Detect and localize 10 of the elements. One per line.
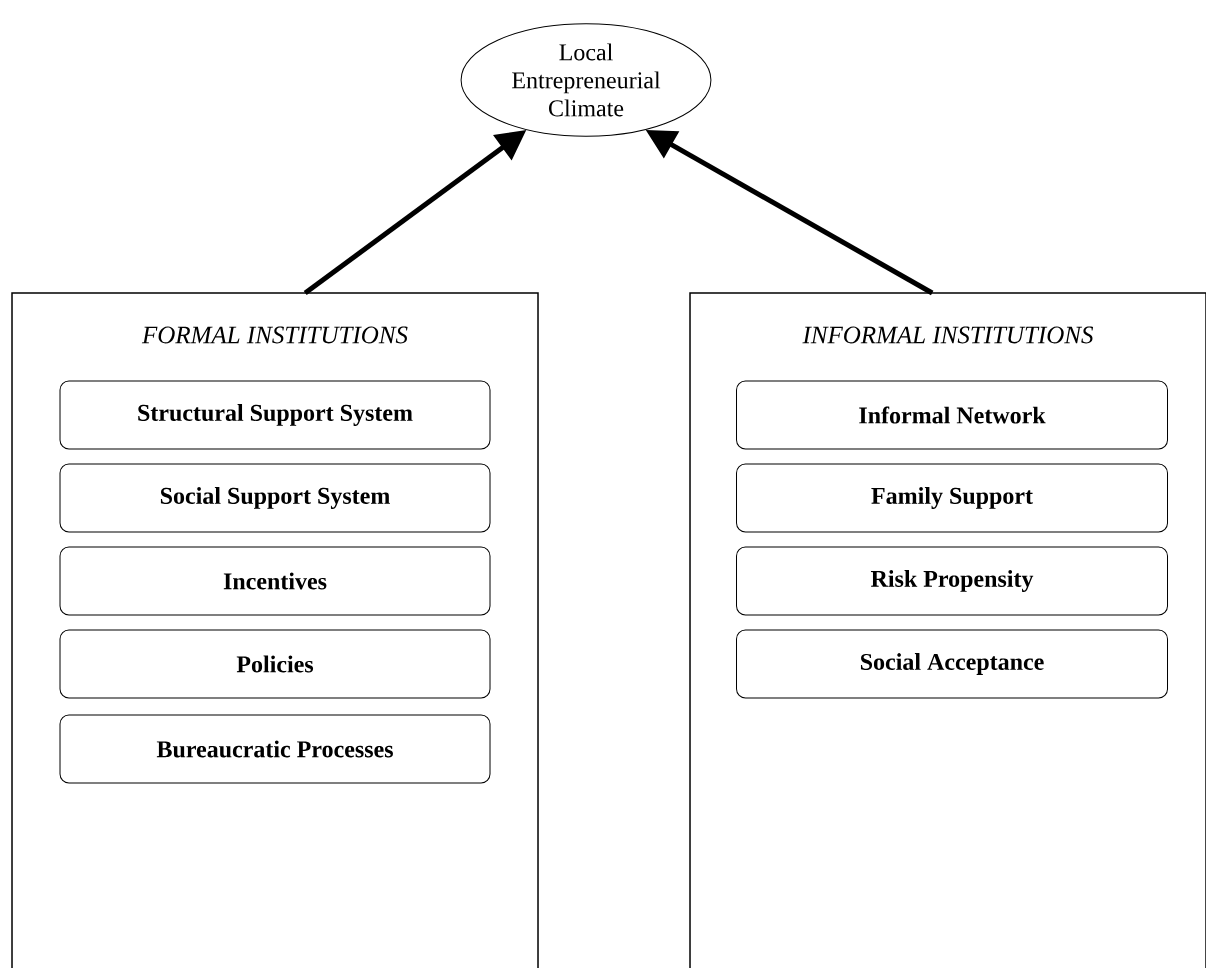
item-box: Social Support System: [59, 463, 491, 533]
item-box: Policies: [59, 629, 491, 699]
item-box: Family Support: [736, 463, 1168, 533]
ellipse-node: Local Entrepreneurial Climate: [460, 23, 712, 137]
item-box: Social Acceptance: [736, 629, 1168, 699]
item-box: Incentives: [59, 546, 491, 616]
item-box: Informal Network: [736, 380, 1168, 450]
item-box: Bureaucratic Processes: [59, 714, 491, 784]
item-box: Risk Propensity: [736, 546, 1168, 616]
item-box: Structural Support System: [59, 380, 491, 450]
